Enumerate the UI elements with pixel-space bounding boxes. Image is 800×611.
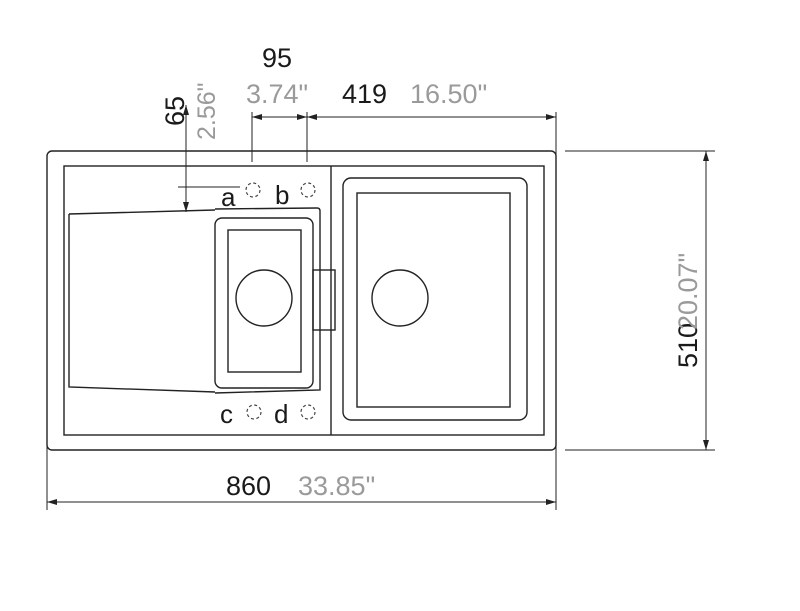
tap-hole-b-icon bbox=[300, 182, 316, 198]
tap-hole-d-icon bbox=[300, 404, 316, 420]
main-bowl bbox=[356, 192, 511, 408]
drainboard bbox=[68, 209, 216, 393]
overflow bbox=[312, 269, 336, 331]
main-drain bbox=[371, 269, 429, 327]
small-bowl-rim bbox=[214, 217, 314, 389]
sink-inner-frame bbox=[63, 165, 545, 436]
main-bowl-rim bbox=[342, 177, 528, 421]
small-bowl-surround bbox=[214, 207, 321, 394]
tap-spacing-mm: 95 bbox=[262, 43, 292, 73]
bowl-width-mm: 419 bbox=[342, 79, 387, 109]
tap-hole-a-icon bbox=[245, 182, 261, 198]
width-mm: 860 bbox=[226, 471, 271, 501]
sink-outline bbox=[46, 150, 557, 451]
tap-hole-c-label: c bbox=[220, 399, 233, 429]
small-drain bbox=[235, 269, 293, 327]
depth-mm: 510 bbox=[673, 323, 703, 368]
tap-spacing-inch: 3.74" bbox=[246, 79, 308, 109]
small-bowl bbox=[227, 229, 302, 373]
tap-offset-inch: 2.56" bbox=[193, 82, 221, 140]
tap-hole-a-label: a bbox=[221, 182, 236, 212]
tap-offset-mm: 65 bbox=[160, 96, 190, 126]
tap-hole-c-icon bbox=[246, 404, 262, 420]
width-inch: 33.85" bbox=[298, 471, 375, 501]
bowl-width-inch: 16.50" bbox=[410, 79, 487, 109]
tap-hole-b-label: b bbox=[275, 180, 289, 210]
tap-hole-d-label: d bbox=[274, 399, 288, 429]
depth-inch: 20.07" bbox=[673, 253, 703, 330]
